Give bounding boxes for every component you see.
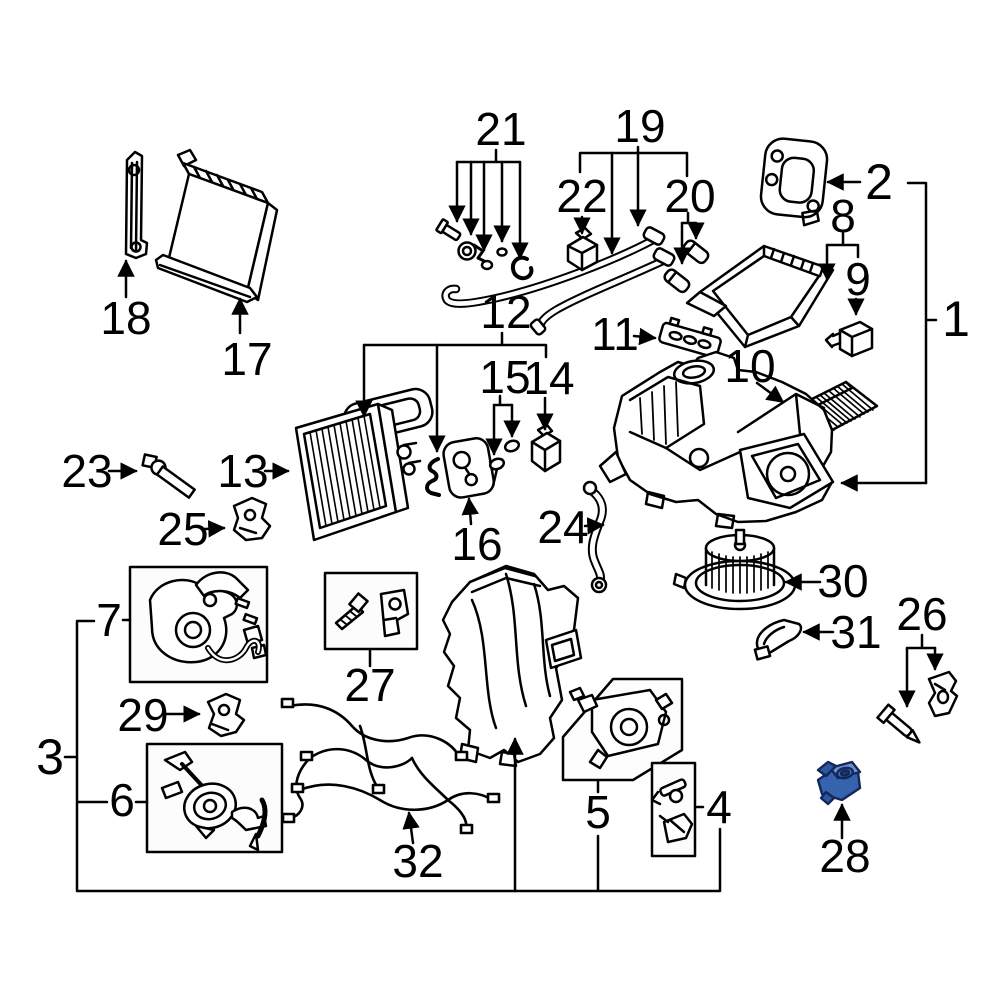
callout-3: 3 (36, 729, 64, 785)
callout-6: 6 (109, 774, 135, 826)
callout-25: 25 (157, 503, 208, 555)
part-duct-bracket (824, 320, 874, 358)
callout-16: 16 (451, 518, 502, 570)
callout-5: 5 (585, 786, 611, 838)
callout-11: 11 (591, 308, 639, 360)
leader-lines (63, 145, 944, 893)
callout-24: 24 (537, 501, 588, 553)
bracket-1 (906, 181, 938, 485)
part-lower-case (441, 564, 583, 768)
part-blower-wheel (672, 528, 797, 611)
part-box-actuator-6 (145, 742, 284, 854)
callout-26: 26 (896, 588, 947, 640)
callout-22: 22 (556, 170, 607, 222)
part-sensor-probe (141, 453, 196, 499)
callout-13: 13 (217, 445, 268, 497)
part-o-rings (488, 439, 521, 471)
part-retainer-clip (927, 670, 959, 718)
part-valve-block (566, 226, 599, 272)
part-retainer-bolt (876, 703, 921, 744)
callout-28: 28 (819, 830, 870, 882)
part-vent-grille (658, 316, 722, 359)
callout-23: 23 (61, 445, 112, 497)
part-evaporator-core (294, 387, 434, 542)
callout-19: 19 (614, 100, 665, 152)
callout-9: 9 (845, 253, 871, 305)
callout-12: 12 (480, 286, 531, 338)
leader-32 (402, 811, 420, 845)
part-side-seal-strip (124, 150, 149, 260)
callout-29: 29 (117, 689, 168, 741)
callout-17: 17 (221, 333, 272, 385)
callout-4: 4 (706, 781, 732, 833)
part-heater-core (154, 148, 279, 304)
part-scoop-duct (753, 618, 803, 661)
part-bracket-29 (206, 692, 246, 738)
callout-10: 10 (724, 340, 775, 392)
bracket-12 (362, 331, 548, 359)
part-box-actuator-7 (128, 565, 269, 684)
callout-7: 7 (96, 594, 122, 646)
part-wiring-harness (280, 697, 501, 835)
part-highlighted-clip-28 (816, 760, 862, 806)
leader-11 (632, 327, 657, 346)
part-hexbox-actuator-5 (561, 677, 684, 782)
part-expansion-valve (530, 423, 562, 473)
bracket-3 (63, 618, 722, 893)
part-drain-pipe (582, 480, 608, 594)
callout-31: 31 (830, 606, 881, 658)
callout-21: 21 (475, 103, 526, 155)
callout-20: 20 (664, 170, 715, 222)
leader-16 (461, 497, 479, 526)
part-hvac-housing (598, 350, 835, 530)
callout-27: 27 (344, 659, 395, 711)
callout-8: 8 (830, 190, 856, 242)
part-hose-fittings (663, 239, 710, 294)
bracket-15 (492, 394, 514, 407)
callout-14: 14 (523, 352, 574, 404)
callout-15: 15 (479, 351, 530, 403)
part-pipe-clip (425, 457, 441, 497)
leader-24 (583, 517, 605, 535)
part-upper-duct (685, 244, 835, 349)
callout-32: 32 (392, 835, 443, 887)
part-seal-plate (442, 437, 499, 499)
part-heater-tubes (441, 226, 676, 336)
bracket-26 (905, 633, 937, 650)
callout-1: 1 (942, 291, 970, 347)
leader-10 (755, 381, 785, 404)
part-box-4 (650, 761, 697, 858)
callout-2: 2 (865, 154, 893, 210)
callout-30: 30 (817, 555, 868, 607)
leader-25 (203, 520, 226, 538)
bracket-19 (578, 145, 689, 178)
bracket-8 (825, 229, 860, 259)
part-bracket-25 (232, 496, 272, 542)
callout-18: 18 (100, 292, 151, 344)
callout-labels: 1 2 3 4 5 6 7 8 9 10 11 12 13 14 15 16 1… (36, 100, 970, 887)
part-box-27 (323, 571, 419, 651)
part-mount-gasket (759, 137, 829, 227)
bracket-21 (455, 148, 522, 164)
